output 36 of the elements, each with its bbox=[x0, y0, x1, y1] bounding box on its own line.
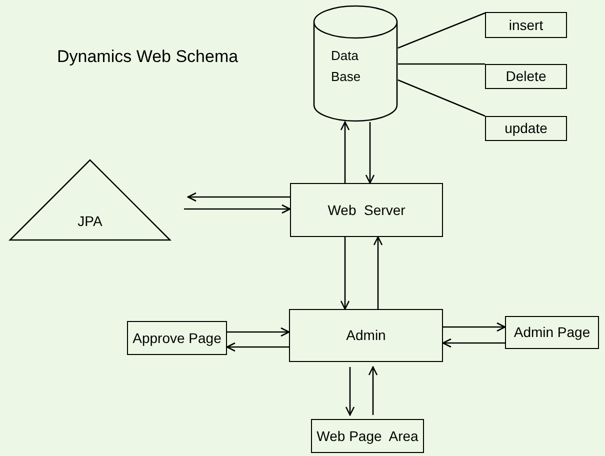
node-label: Approve Page bbox=[132, 328, 222, 348]
arrow bbox=[345, 367, 355, 416]
arrow bbox=[340, 237, 350, 310]
node-label: JPA bbox=[76, 212, 104, 231]
process-box bbox=[485, 64, 567, 89]
node-label: Delete bbox=[506, 67, 546, 86]
arrow bbox=[373, 236, 383, 309]
node-label: Web Server bbox=[328, 200, 406, 220]
process-box bbox=[485, 12, 567, 38]
connector-line bbox=[398, 63, 485, 65]
node-label: Web Page Area bbox=[316, 426, 418, 446]
process-box bbox=[505, 316, 599, 349]
arrow bbox=[442, 338, 505, 348]
node-label: Admin bbox=[346, 326, 386, 345]
arrow bbox=[187, 192, 290, 202]
arrow bbox=[365, 122, 375, 184]
arrow bbox=[227, 327, 290, 337]
diagram-title: Dynamics Web Schema bbox=[57, 46, 238, 68]
arrow bbox=[340, 121, 350, 183]
arrow bbox=[226, 342, 289, 352]
process-box bbox=[289, 309, 443, 362]
database-cylinder bbox=[313, 5, 398, 122]
process-box bbox=[290, 183, 443, 237]
triangle-shape bbox=[10, 160, 170, 240]
process-box bbox=[485, 116, 567, 141]
node-label: update bbox=[504, 119, 548, 138]
connector-line bbox=[398, 12, 486, 49]
arrow bbox=[368, 366, 378, 415]
process-box bbox=[311, 419, 424, 453]
node-label: Data Base bbox=[331, 47, 362, 86]
node-label: Admin Page bbox=[514, 323, 590, 342]
process-box bbox=[127, 321, 227, 355]
arrow bbox=[184, 204, 291, 214]
connector-line bbox=[398, 79, 486, 117]
node-label: insert bbox=[508, 16, 544, 34]
arrow bbox=[443, 322, 506, 332]
